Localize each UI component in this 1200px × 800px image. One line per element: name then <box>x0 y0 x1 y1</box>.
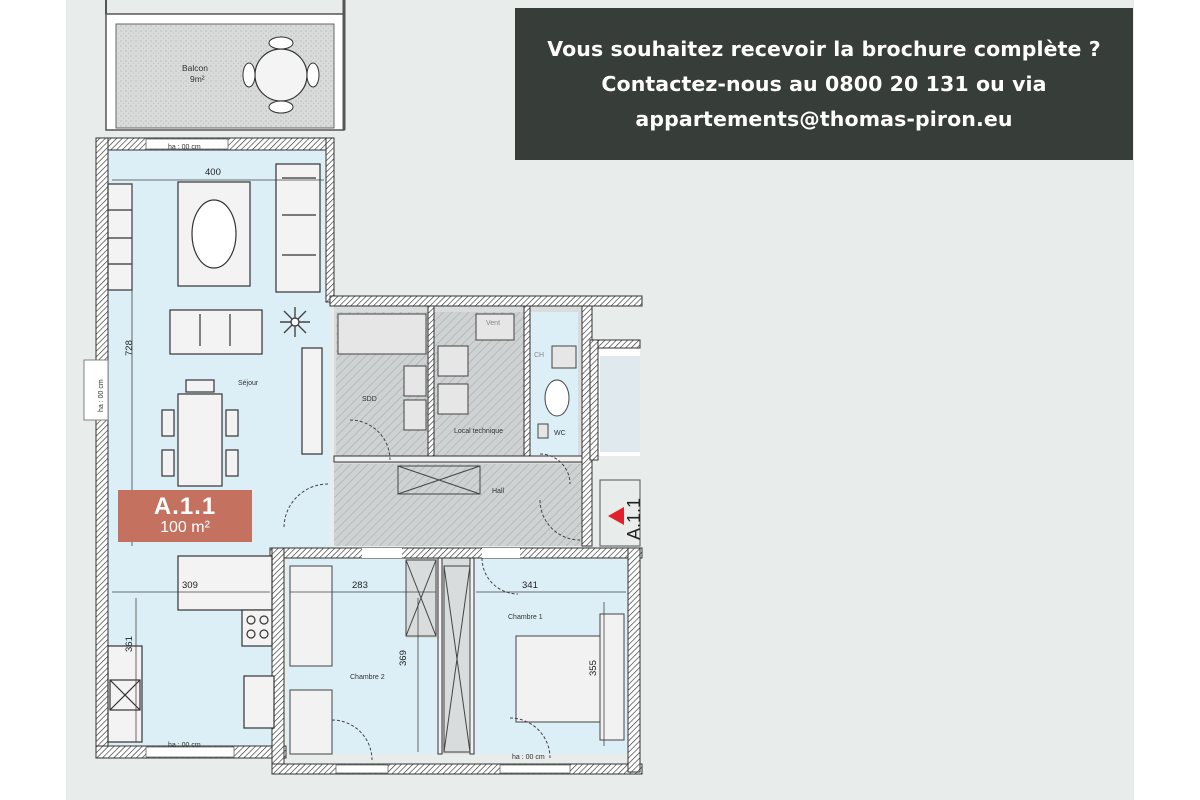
sdd-label: SDD <box>362 396 377 403</box>
ha-side-label: ha : 00 cm <box>98 379 105 412</box>
hall-label: Hall <box>492 488 505 495</box>
banner-line-2: Contactez-nous au 0800 20 131 ou via <box>601 71 1047 96</box>
balcony-label: Balcon <box>182 63 208 73</box>
walls <box>95 137 643 775</box>
wc-label: WC <box>554 430 566 437</box>
unit-area: 100 m² <box>160 519 210 536</box>
dimension-309: 309 <box>182 580 198 591</box>
door-swings <box>283 419 581 761</box>
chambre-2-label: Chambre 2 <box>350 674 385 681</box>
living-furniture <box>107 163 323 743</box>
plant-icon <box>280 307 310 337</box>
dimension-lines <box>112 179 626 752</box>
entrance-marker <box>608 507 624 525</box>
dimension-728: 728 <box>124 340 135 356</box>
dimension-341: 341 <box>522 580 538 591</box>
ha-bottom-left-label: ha : 00 cm <box>168 742 201 749</box>
banner-email[interactable]: appartements@thomas-piron.eu <box>635 106 1013 131</box>
side-unit-code: A.1.1 <box>624 497 644 540</box>
unit-tag: A.1.1 100 m² <box>118 490 252 542</box>
balcony-area: 9m² <box>190 74 205 84</box>
dimension-400: 400 <box>205 167 221 178</box>
contact-banner: Vous souhaitez recevoir la brochure comp… <box>515 8 1133 160</box>
banner-line-1: Vous souhaitez recevoir la brochure comp… <box>547 36 1101 61</box>
ch-label: CH <box>534 352 545 359</box>
vent-label: Vent <box>486 320 501 327</box>
balcony <box>105 0 346 131</box>
service-furniture <box>289 313 625 755</box>
dimension-283: 283 <box>352 580 368 591</box>
unit-code: A.1.1 <box>153 493 217 520</box>
dimension-361: 361 <box>124 636 135 652</box>
local-technique-label: Local technique <box>454 428 504 435</box>
ha-top-label: ha : 00 cm <box>168 144 201 151</box>
dimension-369: 369 <box>398 650 409 666</box>
chambre-1-label: Chambre 1 <box>508 614 543 621</box>
sejour-label: Séjour <box>238 380 259 387</box>
ha-bottom-right-label: ha : 00 cm <box>512 754 545 761</box>
dimension-355: 355 <box>588 660 599 676</box>
